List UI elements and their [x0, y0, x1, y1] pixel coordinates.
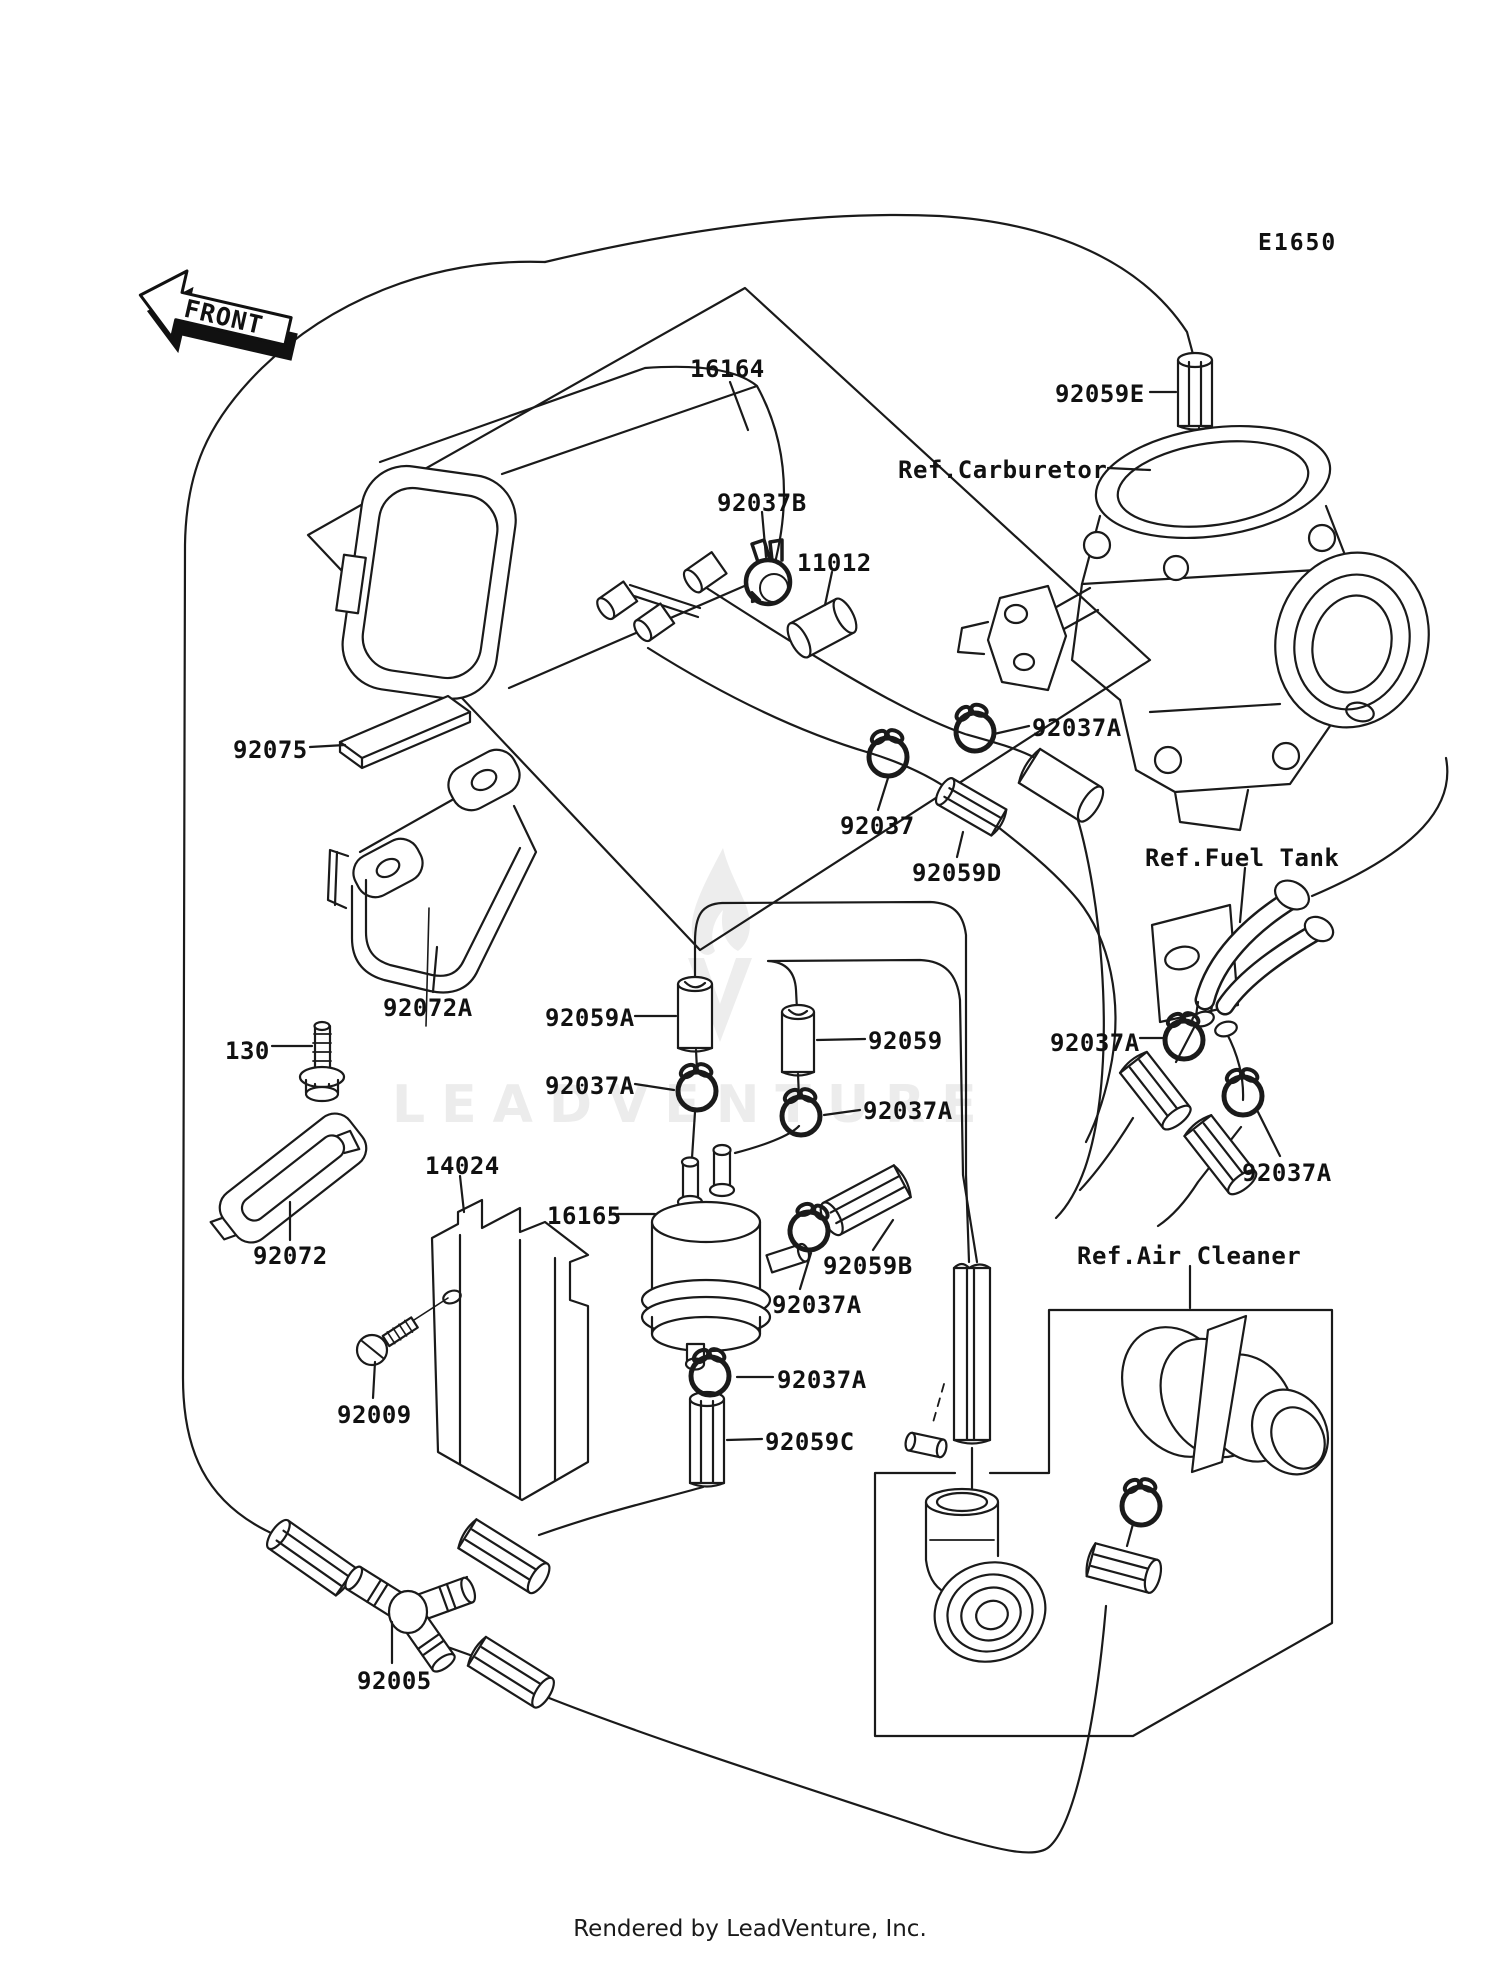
part-label-ref-fuel-tank: Ref.Fuel Tank [1145, 844, 1340, 872]
part-label-92037a-filter: 92037A [777, 1366, 867, 1394]
canister-group-outline [181, 213, 1196, 1550]
cover-14024-drawing [430, 1198, 590, 1502]
part-label-92037a-left: 92037A [545, 1072, 635, 1100]
elbow-fitting-drawing [924, 1487, 1047, 1663]
part-label-92059c: 92059C [765, 1428, 855, 1456]
part-label-92059d: 92059D [912, 859, 1002, 887]
footer-credit: Rendered by LeadVenture, Inc. [573, 1916, 927, 1942]
bracket-92072a-drawing [326, 748, 538, 1027]
part-label-92005: 92005 [357, 1667, 432, 1695]
part-label-92059a: 92059A [545, 1004, 635, 1032]
part-label-92037b: 92037B [717, 489, 807, 517]
part-label-92075: 92075 [233, 736, 308, 764]
cap-11012-drawing [786, 597, 858, 659]
fuel-filter-16165-drawing [640, 1143, 811, 1371]
clamp-92037b-drawing [743, 538, 793, 607]
screw-92009-drawing [355, 1297, 449, 1367]
part-label-92037a-carb: 92037A [1032, 714, 1122, 742]
front-arrow: FRONT [138, 269, 298, 361]
part-label-16165: 16165 [547, 1202, 622, 1230]
part-label-92037a-mid: 92037A [863, 1097, 953, 1125]
leader-lines [270, 380, 1282, 1665]
part-label-92059e: 92059E [1055, 380, 1145, 408]
part-label-ref-air-cleaner: Ref.Air Cleaner [1077, 1242, 1302, 1270]
part-label-130: 130 [225, 1037, 270, 1065]
pad-92075-drawing [338, 694, 472, 770]
part-label-92072: 92072 [253, 1242, 328, 1270]
bolt-130-drawing [298, 1020, 346, 1103]
part-label-92059b: 92059B [823, 1252, 913, 1280]
part-label-14024: 14024 [425, 1152, 500, 1180]
band-92072-drawing [209, 1112, 368, 1244]
part-label-92037a-ft-left: 92037A [1050, 1029, 1140, 1057]
carburetor-drawing [956, 424, 1430, 832]
part-label-92037a-59b: 92037A [772, 1291, 862, 1319]
hose-tubes [266, 351, 1258, 1709]
part-label-11012: 11012 [797, 549, 872, 577]
part-label-92072a: 92072A [383, 994, 473, 1022]
tee-fitting-92005-drawing [344, 1565, 477, 1673]
part-label-92037: 92037 [840, 812, 915, 840]
part-label-92037a-ft-right: 92037A [1242, 1159, 1332, 1187]
page-code: E1650 [1258, 230, 1338, 256]
air-cleaner-drawing [931, 1314, 1330, 1476]
air-cleaner-box [873, 1308, 1334, 1738]
canister-16164-drawing [335, 365, 786, 700]
part-label-ref-carburetor: Ref.Carburetor [898, 456, 1108, 484]
fuel-tank-pipe-drawing [1150, 879, 1335, 1038]
part-label-16164: 16164 [690, 355, 765, 383]
part-label-92009: 92009 [337, 1401, 412, 1429]
part-label-92059: 92059 [868, 1027, 943, 1055]
